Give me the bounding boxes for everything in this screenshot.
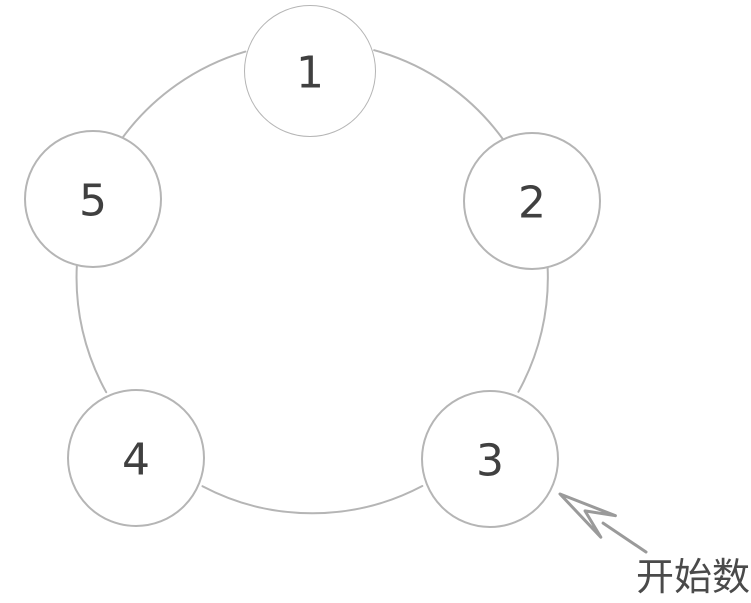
node-4[interactable]: 4	[67, 389, 205, 527]
node-3-label: 3	[476, 436, 504, 487]
edge-node5-node1	[121, 50, 247, 139]
edge-node3-node4	[201, 485, 424, 515]
node-1[interactable]: 1	[244, 5, 376, 137]
edge-group	[75, 49, 549, 515]
node-3-circle[interactable]	[421, 390, 559, 528]
edge-node4-node5	[75, 263, 108, 394]
start-pointer-annotation	[558, 492, 648, 554]
node-5-circle[interactable]	[24, 130, 162, 268]
node-1-circle-geom	[245, 6, 375, 136]
node-3[interactable]: 3	[421, 390, 559, 528]
node-2[interactable]: 2	[463, 132, 601, 270]
node-4-label: 4	[122, 435, 150, 486]
node-group: 1 2 3 4 5	[24, 5, 601, 528]
node-5[interactable]: 5	[24, 130, 162, 268]
annotation-arrow-head-icon	[558, 492, 617, 539]
node-4-circle[interactable]	[67, 389, 205, 527]
annotation-arrow-shaft	[601, 521, 648, 554]
edge-node2-node3	[517, 265, 549, 393]
node-2-label: 2	[518, 178, 546, 229]
edge-node1-node2	[373, 49, 505, 141]
start-pointer-label: 开始数	[636, 555, 750, 599]
node-5-label: 5	[79, 176, 107, 227]
node-1-label: 1	[296, 48, 324, 99]
node-2-circle[interactable]	[463, 132, 601, 270]
